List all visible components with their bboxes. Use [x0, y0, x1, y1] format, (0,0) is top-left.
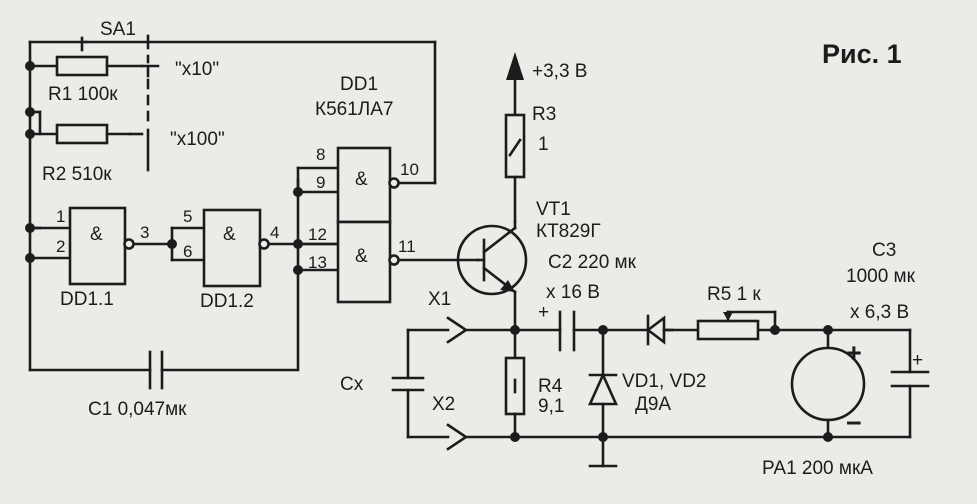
pin-3: 3: [140, 223, 149, 242]
figure-title: Рис. 1: [822, 39, 902, 69]
label-c1: C1 0,047мк: [88, 399, 187, 420]
junction-pin13: [293, 265, 303, 275]
resistor-r5: [696, 310, 777, 341]
pin-6: 6: [183, 242, 192, 261]
capacitor-c1: [28, 350, 300, 390]
label-cx: Cx: [340, 374, 364, 395]
pin-2: 2: [56, 237, 65, 256]
label-c3: C3: [872, 240, 896, 261]
pin-12: 12: [308, 225, 327, 244]
switch-sa1: [84, 34, 437, 172]
label-c2-voltage: x 16 В: [546, 282, 600, 303]
resistor-r2: [55, 123, 132, 145]
label-c3-voltage: x 6,3 В: [850, 302, 909, 323]
pa1-plus: +: [846, 338, 862, 368]
pa1-minus: −: [846, 408, 862, 438]
label-dd1-type: К561ЛА7: [315, 99, 393, 120]
gate-dd1-1: [28, 206, 174, 286]
capacitor-c3: [890, 370, 930, 388]
label-r1: R1 100к: [48, 84, 118, 105]
label-dd1: DD1: [340, 74, 378, 95]
supply-arrow: [506, 52, 524, 117]
label-c2: C2 220 мк: [548, 252, 637, 273]
label-r3-name: R3: [532, 104, 556, 125]
gate-dd1-2-symbol: &: [223, 224, 236, 245]
pin-13: 13: [308, 253, 327, 272]
bottom-ground-wire: [464, 384, 912, 468]
label-dd1-2: DD1.2: [200, 291, 254, 312]
gate-dd1-4-symbol: &: [355, 246, 368, 267]
pin-11: 11: [398, 237, 416, 256]
pin-8: 8: [316, 145, 325, 164]
label-x2: X2: [432, 394, 455, 415]
junction-pin12: [293, 239, 303, 249]
label-r4-value: 9,1: [538, 396, 564, 417]
transistor-vt1: [456, 220, 528, 332]
label-vt1-type: КТ829Г: [536, 221, 601, 242]
gate-dd1-1-symbol: &: [90, 224, 103, 245]
label-r5: R5 1 к: [707, 284, 761, 305]
label-supply: +3,3 В: [532, 61, 587, 82]
capacitor-c2: [558, 310, 576, 352]
label-r4-name: R4: [538, 376, 563, 397]
gate-dd1-3-symbol: &: [355, 169, 368, 190]
resistor-r4: [504, 328, 526, 439]
label-vt1: VT1: [536, 199, 571, 220]
c3-plus: +: [912, 350, 923, 371]
pin-10: 10: [400, 160, 419, 179]
c2-plus: +: [538, 302, 549, 323]
resistor-r3: [504, 113, 526, 224]
pin-1: 1: [56, 207, 65, 226]
junction-pin9: [293, 187, 303, 197]
gate-dd1-2: [170, 208, 340, 288]
label-r3-value: 1: [538, 134, 549, 155]
label-dd1-1: DD1.1: [60, 289, 114, 310]
label-x10: "x10": [175, 59, 219, 80]
label-vd: VD1, VD2: [622, 371, 706, 392]
pin-5: 5: [183, 207, 192, 226]
label-sa1: SA1: [100, 19, 136, 40]
label-pa1: РА1 200 мкА: [762, 458, 873, 479]
label-c3-value: 1000 мк: [846, 266, 916, 287]
label-r2: R2 510к: [42, 164, 112, 185]
label-x100: "x100": [170, 129, 225, 150]
terminal-x1: [446, 316, 469, 344]
meter-pa1: [790, 328, 866, 439]
capacitor-cx: [391, 328, 450, 439]
junction-pin3: [167, 239, 177, 249]
diode-vd2: [587, 328, 619, 439]
diode-vd1: [645, 314, 674, 346]
label-vd-type: Д9А: [635, 394, 671, 415]
terminal-x2: [446, 423, 469, 451]
pin-4: 4: [270, 223, 279, 242]
label-x1: X1: [428, 289, 451, 310]
pin-9: 9: [316, 173, 325, 192]
top-output-wire: [464, 328, 912, 374]
resistor-r1: [55, 55, 144, 77]
